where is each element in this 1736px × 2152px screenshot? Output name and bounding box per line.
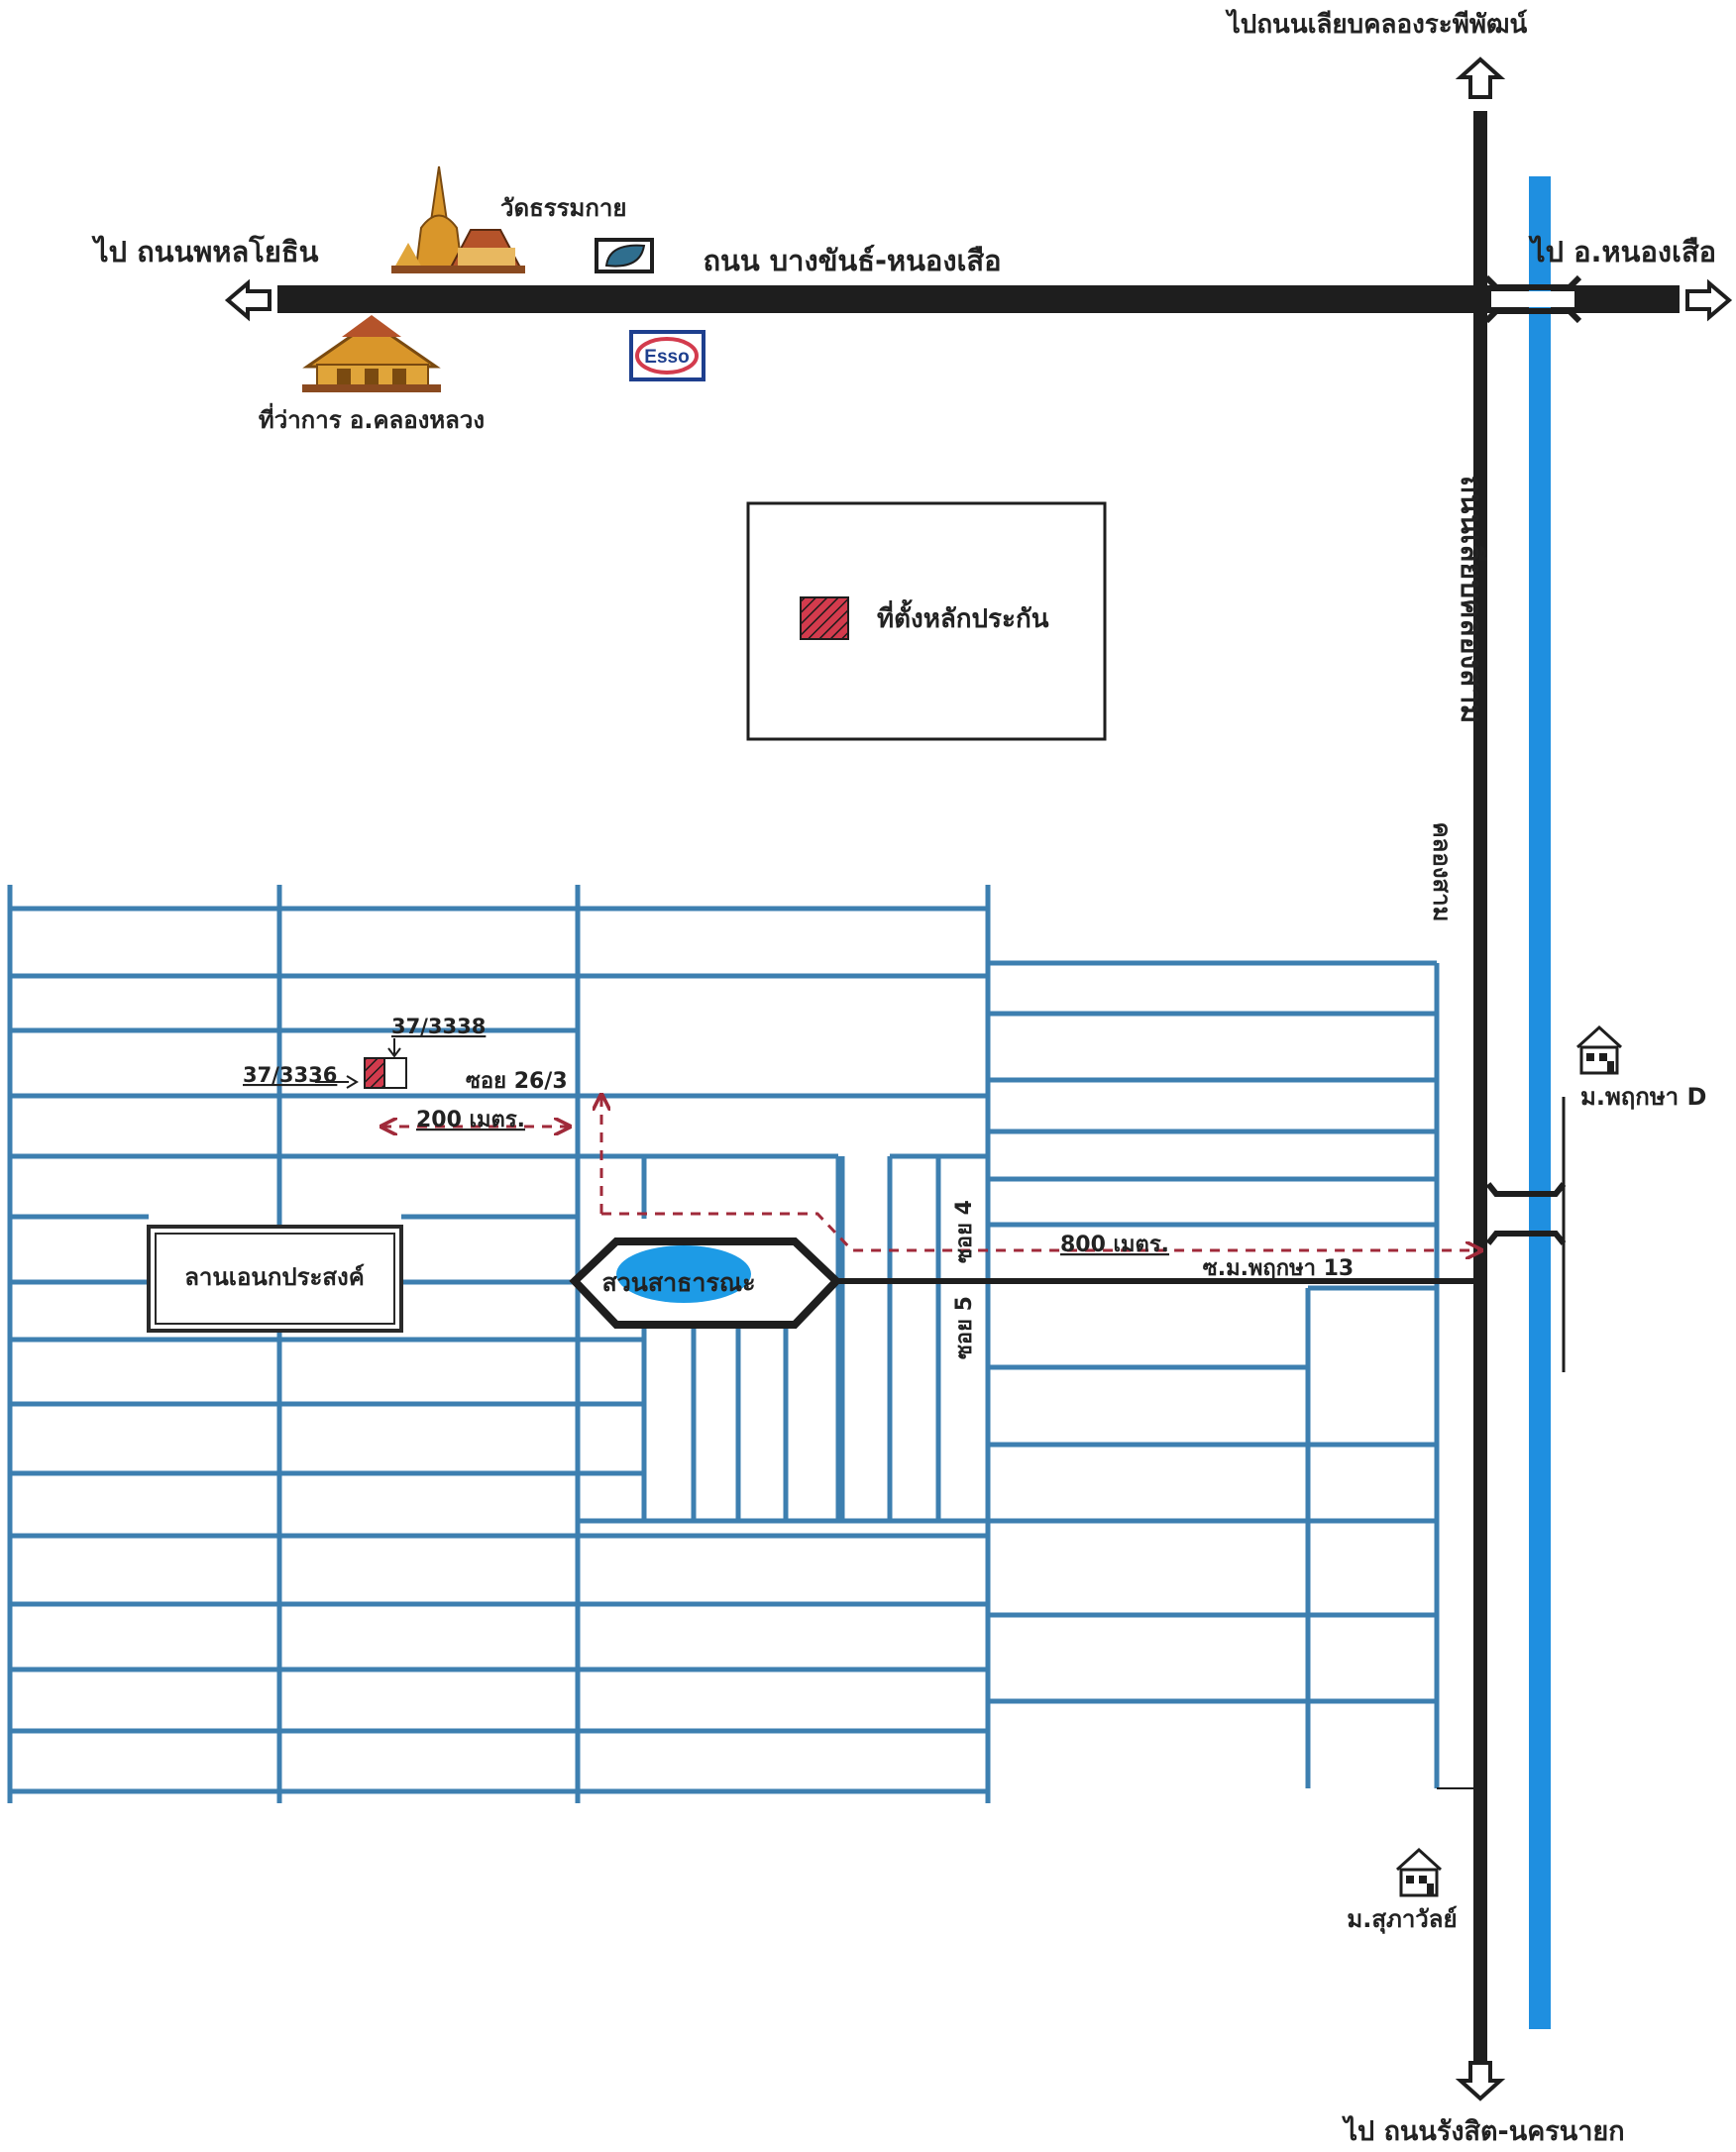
canal-road: [1473, 111, 1487, 2093]
canal-label: คลองสาม: [1428, 822, 1456, 922]
soi-4-label: ซอย 4: [952, 1200, 977, 1263]
right-arrow-icon: [1685, 278, 1733, 322]
dist-200-label: 200 เมตร.: [416, 1108, 525, 1132]
house-icon: [1575, 1024, 1623, 1075]
village-supawan-label: ม.สุภาวัลย์: [1347, 1905, 1457, 1935]
gas-station-icon: [595, 238, 654, 273]
public-park: สวนสาธารณะ: [569, 1237, 842, 1329]
village-d-label: ม.พฤกษา D: [1580, 1083, 1706, 1111]
right-direction-label: ไป อ.หนองเสือ: [1528, 235, 1716, 269]
left-direction-label: ไป ถนนพหลโยธิน: [91, 234, 319, 269]
legend-label: ที่ตั้งหลักประกัน: [877, 598, 1049, 634]
adjacent-lot: [383, 1057, 407, 1089]
plaza-box: [147, 1225, 403, 1333]
collateral-marker-icon: [800, 596, 849, 640]
dist-800-label: 800 เมตร.: [1060, 1233, 1169, 1257]
temple-icon: [391, 165, 525, 273]
government-building-icon: [302, 315, 441, 392]
main-road-label: ถนน บางขันธ์-หนองเสือ: [703, 244, 1001, 277]
soi-main-label: ซ.ม.พฤกษา 13: [1203, 1256, 1354, 1281]
district-office-label: ที่ว่าการ อ.คลองหลวง: [259, 402, 485, 434]
plaza-label: ลานเอนกประสงค์: [184, 1263, 365, 1291]
canal: [1529, 176, 1551, 2029]
left-arrow-icon: [224, 278, 271, 322]
soi-5-label: ซอย 5: [952, 1296, 977, 1359]
top-direction-label: ไปถนนเลียบคลองระพีพัฒน์: [1225, 8, 1528, 40]
park-label: สวนสาธารณะ: [601, 1268, 755, 1297]
collateral-location: [364, 1057, 385, 1089]
house-icon: [1395, 1847, 1443, 1897]
plot-grid: [7, 885, 1440, 1803]
up-arrow-icon: [1455, 56, 1506, 99]
canal-road-label: ถนนเลียบคลองสาม: [1454, 476, 1488, 724]
bottom-direction-label: ไป ถนนรังสิต-นครนายก: [1341, 2115, 1624, 2147]
temple-label: วัดธรรมกาย: [500, 194, 626, 222]
pond: [616, 1245, 751, 1303]
down-arrow-icon: [1455, 2061, 1506, 2101]
lot-a-label: 37/3336: [243, 1063, 337, 1087]
esso-icon: Esso: [629, 330, 705, 381]
esso-text: Esso: [644, 347, 689, 368]
lot-b-label: 37/3338: [391, 1015, 486, 1038]
bridge-main: [1483, 274, 1582, 324]
legend-box: ที่ตั้งหลักประกัน: [746, 501, 1107, 741]
main-road: [277, 285, 1680, 313]
soi-26-3-label: ซอย 26/3: [466, 1069, 568, 1094]
bridge-soi: [1485, 1182, 1567, 1245]
route-path: [381, 1095, 1481, 1250]
